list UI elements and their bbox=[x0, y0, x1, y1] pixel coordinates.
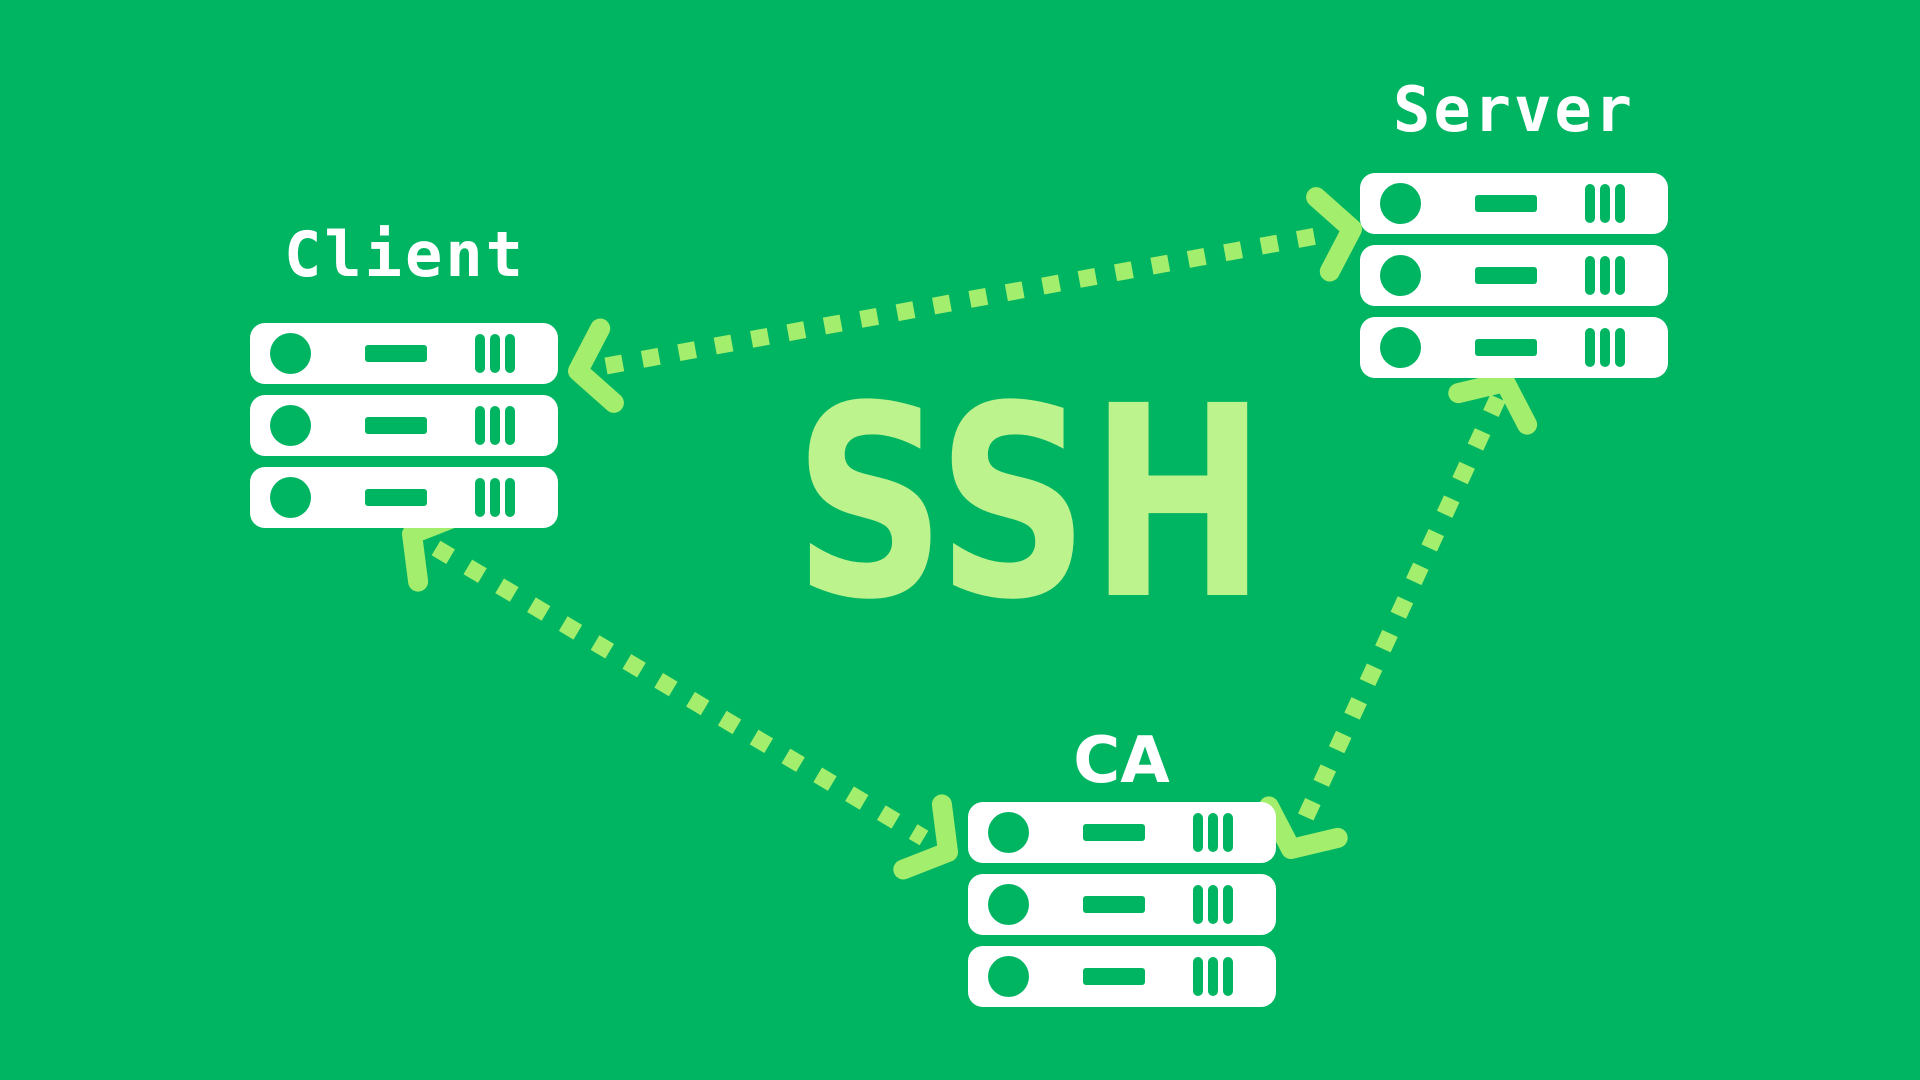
bay-bar bbox=[505, 406, 515, 445]
drive-bays-icon bbox=[475, 478, 515, 517]
power-button-icon bbox=[270, 333, 311, 374]
power-button-icon bbox=[988, 956, 1029, 997]
rack-unit bbox=[250, 323, 558, 384]
bay-bar bbox=[505, 334, 515, 373]
bay-bar bbox=[1208, 813, 1218, 852]
bay-bar bbox=[475, 334, 485, 373]
ssh-title: SSH bbox=[793, 350, 1267, 658]
bay-bar bbox=[1585, 184, 1595, 223]
power-button-icon bbox=[988, 884, 1029, 925]
drive-bays-icon bbox=[475, 334, 515, 373]
bay-bar bbox=[1223, 813, 1233, 852]
bay-bar bbox=[1615, 184, 1625, 223]
bay-bar bbox=[475, 406, 485, 445]
client-label: Client bbox=[284, 218, 526, 291]
rack-unit bbox=[250, 467, 558, 528]
dotted-line bbox=[604, 226, 1324, 375]
vent-slot-icon bbox=[1083, 896, 1145, 913]
ca-label: CA bbox=[1073, 724, 1170, 798]
vent-slot-icon bbox=[1083, 968, 1145, 985]
dotted-line bbox=[1290, 394, 1506, 838]
bay-bar bbox=[1585, 328, 1595, 367]
power-button-icon bbox=[1380, 327, 1421, 368]
arrowhead-right-icon bbox=[1306, 187, 1362, 282]
drive-bays-icon bbox=[1193, 957, 1233, 996]
bay-bar bbox=[490, 406, 500, 445]
power-button-icon bbox=[1380, 255, 1421, 296]
rack-unit bbox=[1360, 317, 1668, 378]
rack-unit bbox=[968, 874, 1276, 935]
client-rack-icon bbox=[250, 323, 560, 528]
bay-bar bbox=[490, 478, 500, 517]
power-button-icon bbox=[1380, 183, 1421, 224]
rack-unit bbox=[250, 395, 558, 456]
drive-bays-icon bbox=[1585, 256, 1625, 295]
vent-slot-icon bbox=[365, 345, 427, 362]
bay-bar bbox=[1600, 184, 1610, 223]
server-rack-icon bbox=[1360, 173, 1668, 378]
bay-bar bbox=[1193, 885, 1203, 924]
drive-bays-icon bbox=[1193, 885, 1233, 924]
vent-slot-icon bbox=[365, 489, 427, 506]
rack-unit bbox=[1360, 245, 1668, 306]
power-button-icon bbox=[988, 812, 1029, 853]
arrow-client-server bbox=[568, 187, 1362, 413]
bay-bar bbox=[1193, 813, 1203, 852]
ca-rack-icon bbox=[968, 802, 1276, 1007]
bay-bar bbox=[1615, 328, 1625, 367]
bay-bar bbox=[1585, 256, 1595, 295]
bay-bar bbox=[505, 478, 515, 517]
bay-bar bbox=[1615, 256, 1625, 295]
power-button-icon bbox=[270, 405, 311, 446]
drive-bays-icon bbox=[1193, 813, 1233, 852]
bay-bar bbox=[1208, 885, 1218, 924]
bay-bar bbox=[1208, 957, 1218, 996]
arrow-server-ca bbox=[1258, 372, 1538, 859]
arrowhead-downright-icon bbox=[893, 794, 958, 880]
bay-bar bbox=[1193, 957, 1203, 996]
vent-slot-icon bbox=[365, 417, 427, 434]
bay-bar bbox=[1600, 256, 1610, 295]
server-label: Server bbox=[1393, 73, 1635, 146]
vent-slot-icon bbox=[1475, 267, 1537, 284]
rack-unit bbox=[968, 946, 1276, 1007]
arrowhead-down-icon bbox=[1258, 796, 1348, 859]
drive-bays-icon bbox=[1585, 184, 1625, 223]
rack-unit bbox=[1360, 173, 1668, 234]
vent-slot-icon bbox=[1083, 824, 1145, 841]
bay-bar bbox=[1223, 957, 1233, 996]
bay-bar bbox=[1600, 328, 1610, 367]
arrowhead-up-icon bbox=[1448, 372, 1538, 435]
rack-unit bbox=[968, 802, 1276, 863]
arrowhead-left-icon bbox=[568, 318, 624, 413]
drive-bays-icon bbox=[475, 406, 515, 445]
bay-bar bbox=[490, 334, 500, 373]
drive-bays-icon bbox=[1585, 328, 1625, 367]
bay-bar bbox=[475, 478, 485, 517]
vent-slot-icon bbox=[1475, 339, 1537, 356]
power-button-icon bbox=[270, 477, 311, 518]
bay-bar bbox=[1223, 885, 1233, 924]
vent-slot-icon bbox=[1475, 195, 1537, 212]
